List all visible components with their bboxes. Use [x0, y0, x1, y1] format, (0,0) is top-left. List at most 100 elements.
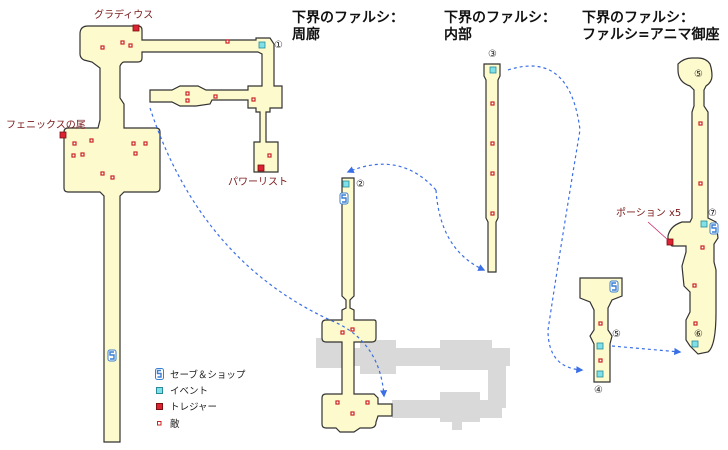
enemy-icon: [693, 321, 698, 326]
enemy-icon: [698, 121, 703, 126]
route-arrow: [435, 189, 486, 271]
enemy-icon: [335, 400, 340, 405]
title-interior: 下界のファルシ： 内部: [444, 10, 556, 44]
save-markers: [107, 192, 719, 362]
marker-7: ⑦: [708, 208, 717, 219]
event-icon: [258, 41, 266, 49]
enemy-icon: [131, 141, 136, 146]
enemy-icon: [598, 321, 603, 326]
enemy-icon: [350, 411, 355, 416]
enemy-icon: [110, 175, 115, 180]
enemy-icon: [100, 171, 105, 176]
event-icon: [691, 340, 699, 348]
title-interior-line1: 下界のファルシ：: [444, 10, 556, 26]
treasure-markers: [59, 24, 674, 246]
legend-enemy: 敵: [152, 416, 180, 430]
enemy-icon: [490, 101, 495, 106]
marker-1: ①: [274, 40, 283, 51]
enemy-icon: [185, 98, 190, 103]
title-throne-line1: 下界のファルシ：: [582, 10, 694, 26]
enemy-icon: [698, 181, 703, 186]
save-icon: [609, 280, 619, 293]
treasure-icon: [152, 402, 166, 410]
enemy-icon: [340, 330, 345, 335]
title-throne-line2: ファルシ=アニマ御座: [582, 27, 720, 43]
marker-5a: ⑤: [612, 329, 621, 340]
enemy-icon: [133, 151, 138, 156]
left-map-area: [63, 25, 283, 443]
title-interior-line2: 内部: [444, 27, 472, 43]
legend-save-shop-label: セーブ＆ショップ: [170, 370, 246, 381]
legend-enemy-label: 敵: [170, 419, 180, 430]
enemy-icon: [692, 283, 697, 288]
enemy-icon: [72, 141, 77, 146]
legend-save-shop: セーブ＆ショップ: [152, 367, 245, 381]
enemy-icon: [490, 211, 495, 216]
corridor-map-area: [321, 177, 393, 433]
throne-map-area: [667, 57, 719, 355]
treasure-icon: [666, 238, 674, 246]
potion-pointer: [647, 221, 669, 241]
label-gladius: グラディウス: [94, 10, 154, 21]
enemy-icon: [100, 45, 105, 50]
route-arrow: [346, 163, 437, 191]
legend-treasure-label: トレジャー: [170, 402, 218, 413]
marker-2: ②: [356, 179, 365, 190]
label-potion: ポーション x5: [616, 208, 682, 219]
title-throne: 下界のファルシ： ファルシ=アニマ御座: [582, 10, 719, 44]
enemy-icon: [143, 141, 148, 146]
event-icon: [596, 342, 604, 350]
enemy-icon: [128, 43, 133, 48]
enemy-icon: [598, 358, 603, 363]
enemy-icon: [89, 138, 94, 143]
route-arrow: [149, 107, 388, 398]
enemy-icon: [490, 141, 495, 146]
legend-event-label: イベント: [170, 386, 209, 397]
lower-right-map-area: [579, 277, 623, 383]
enemy-icon: [350, 327, 355, 332]
enemy-icon: [71, 153, 76, 158]
save-icon: [709, 222, 719, 235]
route-arrow: [507, 65, 584, 374]
marker-4: ④: [594, 385, 603, 396]
event-icon: [342, 180, 350, 188]
route-arrow: [611, 345, 682, 356]
route-paths: [149, 65, 682, 398]
label-power-wrist: パワーリスト: [228, 177, 288, 188]
legend-treasure: トレジャー: [152, 399, 217, 413]
enemy-icon: [490, 171, 495, 176]
event-icon: [700, 220, 708, 228]
legend-event: イベント: [152, 383, 208, 397]
title-corridor-line2: 周廊: [292, 27, 320, 43]
enemy-icon: [251, 97, 256, 102]
title-corridor: 下界のファルシ： 周廊: [292, 10, 404, 44]
enemy-icon: [365, 400, 370, 405]
treasure-icon: [257, 164, 265, 172]
event-markers: [258, 41, 708, 378]
interior-map-area: [483, 63, 501, 273]
enemy-icon: [120, 40, 125, 45]
marker-3: ③: [488, 49, 497, 60]
enemy-icon: [213, 94, 218, 99]
inactive-floor: [316, 338, 510, 430]
enemy-icon: [185, 91, 190, 96]
enemy-icon: [700, 245, 705, 250]
treasure-icon: [59, 131, 67, 139]
treasure-icon: [132, 24, 140, 32]
save-icon: [339, 192, 349, 205]
enemy-icon: [80, 152, 85, 157]
save-icon: [152, 368, 166, 380]
event-icon: [596, 370, 604, 378]
marker-6a: ⑥: [694, 329, 703, 340]
enemy-icon: [225, 39, 230, 44]
enemy-markers: [71, 39, 705, 416]
enemy-icon: [267, 153, 272, 158]
event-icon: [152, 386, 166, 394]
title-corridor-line1: 下界のファルシ：: [292, 10, 404, 26]
label-phoenix-down: フェニックスの尾: [6, 120, 86, 131]
save-icon: [107, 349, 117, 362]
enemy-icon: [152, 420, 166, 426]
marker-5b: ⑤: [694, 69, 703, 80]
event-icon: [489, 66, 497, 74]
